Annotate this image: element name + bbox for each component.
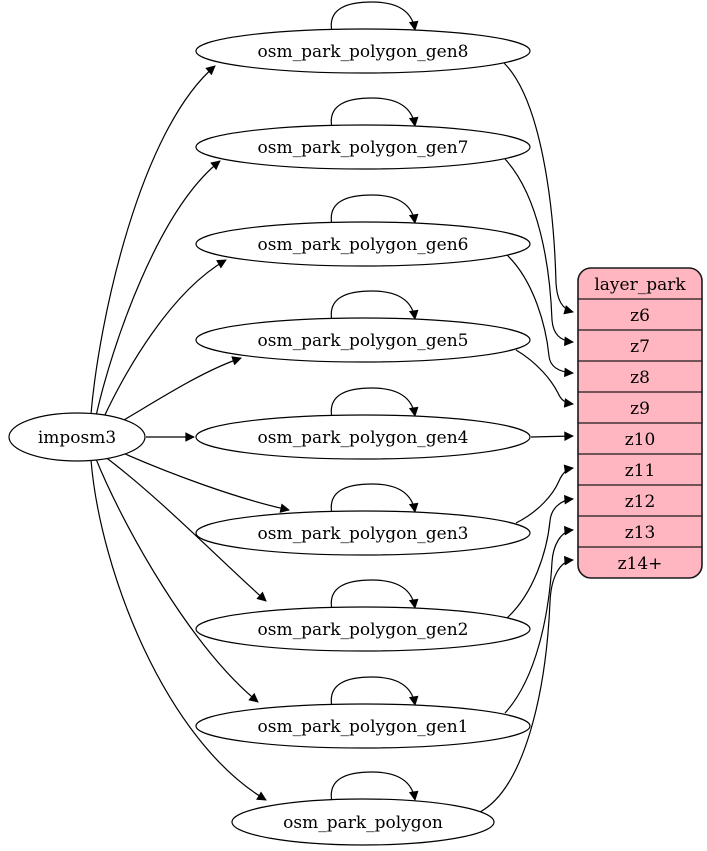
self-loop-gen6 xyxy=(330,194,419,226)
node-osm-park-polygon-gen2: osm_park_polygon_gen2 xyxy=(195,606,531,652)
self-loop-osm-park-polygon xyxy=(330,771,419,803)
table-row-z13: z13 xyxy=(625,523,656,543)
edge-osm-park-polygon-to-z14 xyxy=(479,555,574,813)
edge-imposm3-to-gen5 xyxy=(116,356,242,425)
self-loop-gen4 xyxy=(330,387,419,419)
node-osm-park-polygon-gen1: osm_park_polygon_gen1 xyxy=(195,703,531,749)
table-row-z9: z9 xyxy=(630,399,650,419)
edges-to-layer-table xyxy=(479,62,574,813)
gen7-ellipse xyxy=(195,124,531,170)
table-layer-park: layer_park z6 z7 z8 z9 z10 z11 z12 z13 z… xyxy=(577,267,703,579)
edge-gen1-to-z13 xyxy=(504,525,574,714)
self-loop-gen1 xyxy=(330,676,419,708)
node-imposm3: imposm3 xyxy=(8,412,146,462)
gen2-ellipse xyxy=(195,606,531,652)
imposm3-label: imposm3 xyxy=(38,428,116,448)
gen1-label: osm_park_polygon_gen1 xyxy=(258,717,469,737)
table-row-z8: z8 xyxy=(630,368,650,388)
self-loop-gen5 xyxy=(330,290,419,322)
gen8-ellipse xyxy=(195,28,531,74)
table-row-z11: z11 xyxy=(625,461,656,481)
edges-from-imposm3 xyxy=(90,65,290,801)
edge-gen4-to-z10 xyxy=(530,431,574,442)
node-osm-park-polygon-gen4: osm_park_polygon_gen4 xyxy=(195,414,531,460)
node-osm-park-polygon: osm_park_polygon xyxy=(231,798,495,846)
gen6-ellipse xyxy=(195,221,531,267)
self-loops xyxy=(330,1,419,803)
self-loop-gen3 xyxy=(330,483,419,515)
osm-park-polygon-ellipse xyxy=(231,798,495,846)
gen6-label: osm_park_polygon_gen6 xyxy=(258,235,469,255)
edge-gen2-to-z12 xyxy=(506,494,574,619)
edge-imposm3-to-gen6 xyxy=(102,259,227,420)
edge-gen6-to-z8 xyxy=(506,254,574,378)
table-header-layer-park: layer_park xyxy=(594,275,686,295)
gen4-ellipse xyxy=(195,414,531,460)
imposm3-ellipse xyxy=(8,412,146,462)
self-loop-gen8 xyxy=(330,1,419,33)
gen5-ellipse xyxy=(195,317,531,363)
edge-gen5-to-z9 xyxy=(515,349,574,408)
edge-imposm3-to-gen1 xyxy=(95,458,259,703)
self-loop-gen2 xyxy=(330,579,419,611)
gen8-label: osm_park_polygon_gen8 xyxy=(258,42,469,62)
edge-gen3-to-z11 xyxy=(515,464,574,524)
gen3-ellipse xyxy=(195,510,531,556)
osm-park-polygon-label: osm_park_polygon xyxy=(283,813,443,833)
table-row-z10: z10 xyxy=(625,430,656,450)
edge-imposm3-to-gen7 xyxy=(95,160,221,417)
node-osm-park-polygon-gen3: osm_park_polygon_gen3 xyxy=(195,510,531,556)
gen5-label: osm_park_polygon_gen5 xyxy=(258,331,469,351)
table-row-z7: z7 xyxy=(630,337,650,357)
gen7-label: osm_park_polygon_gen7 xyxy=(258,138,469,158)
table-row-z14plus: z14+ xyxy=(618,554,663,574)
edge-imposm3-to-gen8 xyxy=(90,65,216,415)
edge-gen8-to-z6 xyxy=(503,62,574,315)
edge-imposm3-to-gen2 xyxy=(103,455,267,602)
gen4-label: osm_park_polygon_gen4 xyxy=(258,428,469,448)
edge-imposm3-to-osm-park-polygon xyxy=(90,459,267,801)
gen1-ellipse xyxy=(195,703,531,749)
edge-gen7-to-z7 xyxy=(504,158,574,347)
node-osm-park-polygon-gen5: osm_park_polygon_gen5 xyxy=(195,317,531,363)
table-row-z6: z6 xyxy=(630,306,650,326)
table-row-z12: z12 xyxy=(625,492,656,512)
self-loop-gen7 xyxy=(330,97,419,129)
node-osm-park-polygon-gen6: osm_park_polygon_gen6 xyxy=(195,221,531,267)
gen2-label: osm_park_polygon_gen2 xyxy=(258,620,469,640)
gen3-label: osm_park_polygon_gen3 xyxy=(258,524,469,544)
node-osm-park-polygon-gen7: osm_park_polygon_gen7 xyxy=(195,124,531,170)
edge-imposm3-to-gen3 xyxy=(115,449,290,513)
node-osm-park-polygon-gen8: osm_park_polygon_gen8 xyxy=(195,28,531,74)
